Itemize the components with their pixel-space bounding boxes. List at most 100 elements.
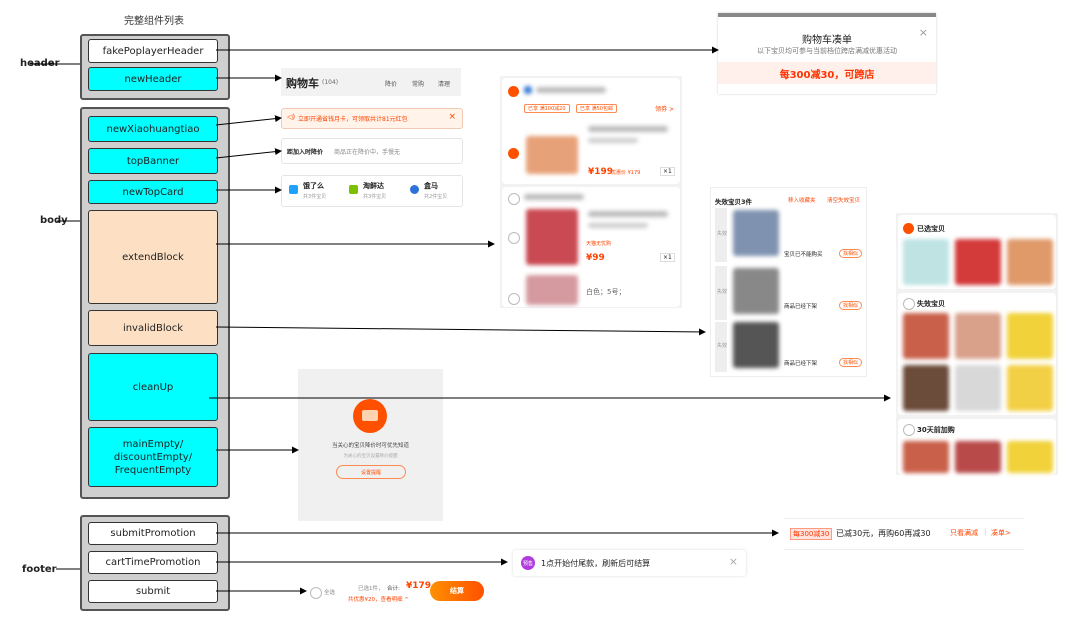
total-label: 合计: — [387, 586, 400, 592]
fakepoplayerheader-box: fakePoplayerHeader — [88, 39, 218, 63]
submit-preview: 全选 已选1件， 合计: ¥179 共优惠¥20，查看明细 ^ 结算 — [306, 578, 486, 606]
carttime-text: 1点开始付尾款，刷新后可结算 — [541, 559, 651, 568]
invalidblock-preview: 失效宝贝3件 移入收藏夹 清空失效宝贝 失效 宝贝已不能购买 找相似 失效 商品… — [710, 187, 867, 377]
divider: | — [984, 528, 987, 536]
total-amount: ¥179 — [406, 581, 432, 591]
popup-subtitle: 以下宝贝均可参与当前档位跨店满减优惠活动 — [757, 47, 897, 55]
find-similar-button[interactable]: 找相似 — [839, 301, 863, 310]
empty-text: 当关心的宝贝降价时可优先知道 — [331, 443, 409, 449]
saving-detail-link[interactable]: 共优惠¥20，查看明细 ^ — [348, 597, 409, 603]
extendblock-preview: 已享 满100减20 已享 满50包邮 领券 > ¥199 优惠价 ¥179 ×… — [500, 76, 682, 308]
get-coupon-link[interactable]: 领券 > — [655, 106, 674, 113]
promo-tag: 每300减30 — [790, 528, 833, 540]
close-icon[interactable]: × — [728, 555, 738, 568]
sku-text[interactable]: 白色；5号； — [586, 288, 626, 296]
topcard-sub-1: 共3件宝贝 — [363, 194, 387, 200]
set-reminder-button[interactable]: 设置提醒 — [336, 465, 406, 479]
cart-action-frequent[interactable]: 常购 — [412, 81, 425, 88]
cleanup-section-invalid: 失效宝贝 — [898, 293, 1056, 415]
qty-2[interactable]: ×1 — [660, 253, 675, 262]
diagram-title: 完整组件列表 — [124, 16, 184, 27]
popup-title: 购物车凑单 — [802, 35, 852, 46]
cart-header-preview: 购物车 (104) 降价 常购 清理 — [281, 68, 461, 96]
check-icon[interactable] — [508, 193, 520, 205]
invalid-tag-0: 失效 — [717, 231, 728, 237]
selected-count: 已选1件， — [358, 586, 384, 592]
carttimepromotion-box: cartTimePromotion — [88, 551, 218, 574]
invalid-tag-2: 失效 — [717, 343, 728, 349]
popup-promo: 每300减30，可跨店 — [718, 62, 936, 84]
check-icon[interactable] — [310, 587, 322, 599]
arrow-invalidblock — [215, 326, 706, 336]
promo-text: 已减30元，再购60再减30 — [836, 529, 931, 538]
topcard-name-0[interactable]: 饿了么 — [303, 182, 324, 190]
price-2: ¥99 — [586, 253, 605, 263]
cart-action-price-drop[interactable]: 降价 — [385, 81, 398, 88]
newheader-box: newHeader — [88, 67, 218, 91]
submit-box: submit — [88, 580, 218, 603]
check-icon[interactable] — [508, 148, 519, 159]
close-icon[interactable]: × — [918, 26, 928, 39]
topbanner-box: topBanner — [88, 148, 218, 174]
section-label-body: body — [40, 215, 68, 226]
price-1: ¥199 — [588, 167, 614, 177]
invalidblock-box: invalidBlock — [88, 310, 218, 346]
check-icon[interactable] — [508, 293, 520, 305]
xiaohuangtiao-preview: ◁) 立即开通省钱月卡，可领取共计81元红包 × — [281, 108, 463, 129]
empty-subtext: 为关心的宝贝设置降价提醒 — [343, 454, 398, 459]
store-card-2: 天猫无忧购 ¥99 ×1 白色；5号； — [502, 187, 680, 307]
newtopcard-box: newTopCard — [88, 180, 218, 204]
move-to-favorites-link[interactable]: 移入收藏夹 — [788, 198, 816, 204]
eleme-icon — [289, 185, 298, 194]
section-label-footer: footer — [22, 564, 57, 575]
cleanup-box: cleanUp — [88, 353, 218, 421]
section-label-header: header — [20, 58, 60, 69]
topcard-name-2[interactable]: 盒马 — [424, 182, 438, 190]
promo-tag-1: 已享 满50包邮 — [576, 104, 617, 113]
qty-1[interactable]: ×1 — [660, 167, 675, 176]
carttime-preview: 预售 1点开始付尾款，刷新后可结算 × — [513, 550, 746, 576]
topcard-name-1[interactable]: 淘鲜达 — [363, 182, 384, 190]
check-icon[interactable] — [508, 86, 519, 97]
topbanner-preview: 距加入时降价 商品正在降价中，手慢无 — [281, 138, 463, 164]
xiaohuangtiao-text: 立即开通省钱月卡，可领取共计81元红包 — [298, 116, 408, 123]
find-similar-button[interactable]: 找相似 — [839, 358, 863, 367]
hema-icon — [410, 185, 419, 194]
submitpromotion-preview: 每300减30 已减30元，再购60再减30 只看满减 | 凑单> — [784, 518, 1024, 550]
mainempty-box: mainEmpty/ discountEmpty/ FrequentEmpty — [88, 427, 218, 487]
popup-preview: 购物车凑单 以下宝贝均可参与当前档位跨店满减优惠活动 × 每300减30，可跨店 — [718, 13, 936, 94]
topcard-sub-0: 共3件宝贝 — [303, 194, 327, 200]
submitpromotion-box: submitPromotion — [88, 522, 218, 545]
cleanup-section-30days: 30天前加购 — [898, 419, 1056, 475]
taoxianda-icon — [349, 185, 358, 194]
cleanup-title-1: 失效宝贝 — [917, 300, 945, 308]
only-discount-link[interactable]: 只看满减 — [950, 529, 978, 537]
topcard-sub-2: 共2件宝贝 — [424, 194, 448, 200]
invalid-title: 失效宝贝3件 — [715, 198, 753, 206]
check-icon[interactable] — [903, 223, 914, 234]
topbanner-label: 距加入时降价 — [287, 149, 324, 156]
invalid-status-2: 商品已经下架 — [784, 361, 818, 367]
checkout-button[interactable]: 结算 — [430, 581, 484, 601]
presale-badge: 预售 — [521, 556, 535, 570]
cart-title: 购物车 — [286, 77, 319, 90]
newxiaohuangtiao-box: newXiaohuangtiao — [88, 116, 218, 142]
discount-price-1: 优惠价 ¥179 — [611, 170, 641, 176]
empty-illustration-icon — [353, 399, 387, 433]
select-all-label[interactable]: 全选 — [324, 590, 336, 596]
check-icon[interactable] — [903, 298, 915, 310]
invalid-status-0: 宝贝已不能购买 — [784, 252, 823, 258]
store-card-1: 已享 满100减20 已享 满50包邮 领券 > ¥199 优惠价 ¥179 ×… — [502, 78, 680, 184]
find-similar-button[interactable]: 找相似 — [839, 249, 863, 258]
cart-count: (104) — [322, 79, 339, 86]
clear-invalid-link[interactable]: 清空失效宝贝 — [827, 198, 861, 204]
topbanner-desc: 商品正在降价中，手慢无 — [334, 149, 401, 156]
close-icon[interactable]: × — [448, 112, 456, 122]
cleanup-title-2: 30天前加购 — [917, 426, 955, 434]
cart-action-clean[interactable]: 清理 — [438, 81, 451, 88]
extendblock-box: extendBlock — [88, 210, 218, 304]
add-on-link[interactable]: 凑单> — [991, 529, 1011, 537]
cleanup-title-0: 已选宝贝 — [917, 225, 945, 233]
check-icon[interactable] — [508, 232, 520, 244]
check-icon[interactable] — [903, 424, 915, 436]
